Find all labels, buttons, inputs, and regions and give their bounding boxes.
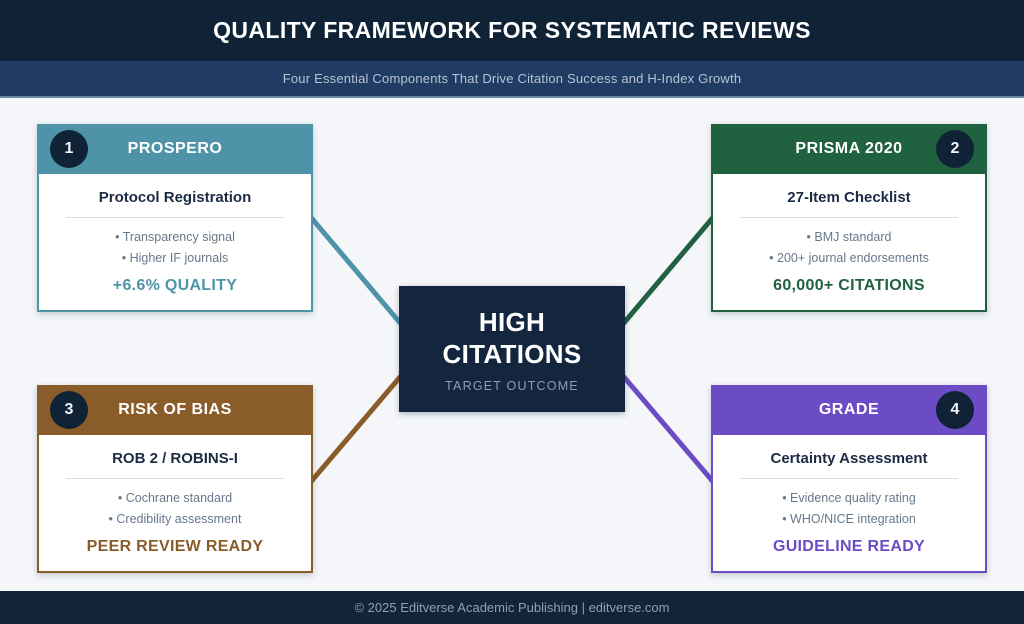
card-subtitle: Certainty Assessment <box>770 450 928 467</box>
divider <box>66 478 284 479</box>
card-title: PRISMA 2020 <box>795 140 903 157</box>
bullet-item: • Higher IF journals <box>121 251 229 265</box>
card-prospero-header: 1 PROSPERO <box>37 124 313 174</box>
bullet-item: • Evidence quality rating <box>782 491 916 505</box>
card-highlight: GUIDELINE READY <box>772 538 926 555</box>
app-footer: © 2025 Editverse Academic Publishing | e… <box>0 591 1024 624</box>
step-number-badge: 4 <box>936 391 974 429</box>
divider <box>740 217 958 218</box>
bullet-item: • WHO/NICE integration <box>782 512 916 526</box>
target-outcome-box: HIGH CITATIONS TARGET OUTCOME <box>399 286 625 412</box>
subtitle-bar: Four Essential Components That Drive Cit… <box>0 61 1024 98</box>
bullet-item: • BMJ standard <box>806 230 892 244</box>
connector-line-prisma <box>610 206 723 339</box>
app-header: QUALITY FRAMEWORK FOR SYSTEMATIC REVIEWS <box>0 0 1024 61</box>
outcome-tagline: TARGET OUTCOME <box>445 378 579 393</box>
footer-text: © 2025 Editverse Academic Publishing | e… <box>354 600 670 615</box>
connector-line-grade <box>610 361 723 493</box>
page-subtitle: Four Essential Components That Drive Cit… <box>282 71 742 86</box>
card-risk-of-bias-header: 3 RISK OF BIAS <box>37 385 313 435</box>
step-number-badge: 1 <box>50 130 88 168</box>
step-number-badge: 2 <box>936 130 974 168</box>
bullet-item: • Credibility assessment <box>108 512 242 526</box>
card-grade-body: Certainty Assessment • Evidence quality … <box>711 435 987 573</box>
connector-line-prospero <box>301 206 414 339</box>
bullet-item: • 200+ journal endorsements <box>769 251 929 265</box>
card-subtitle: 27-Item Checklist <box>787 189 911 206</box>
card-prospero: 1 PROSPERO Protocol Registration • Trans… <box>37 124 313 312</box>
card-highlight: +6.6% QUALITY <box>112 277 238 294</box>
card-title: RISK OF BIAS <box>118 401 232 418</box>
divider <box>66 217 284 218</box>
card-grade: 4 GRADE Certainty Assessment • Evidence … <box>711 385 987 573</box>
card-prisma-header: 2 PRISMA 2020 <box>711 124 987 174</box>
card-risk-of-bias-body: ROB 2 / ROBINS-I • Cochrane standard • C… <box>37 435 313 573</box>
step-number-badge: 3 <box>50 391 88 429</box>
card-prisma-body: 27-Item Checklist • BMJ standard • 200+ … <box>711 174 987 312</box>
connector-lines <box>301 206 723 493</box>
outcome-title: HIGH CITATIONS <box>442 306 582 369</box>
card-title: PROSPERO <box>127 140 223 157</box>
bullet-item: • Transparency signal <box>115 230 235 244</box>
page-title: QUALITY FRAMEWORK FOR SYSTEMATIC REVIEWS <box>213 17 811 43</box>
card-prospero-body: Protocol Registration • Transparency sig… <box>37 174 313 312</box>
bullet-item: • Cochrane standard <box>117 491 233 505</box>
diagram-canvas: 1 PROSPERO Protocol Registration • Trans… <box>0 98 1024 591</box>
card-prisma: 2 PRISMA 2020 27-Item Checklist • BMJ st… <box>711 124 987 312</box>
card-subtitle: Protocol Registration <box>98 189 252 206</box>
card-highlight: 60,000+ CITATIONS <box>773 277 925 294</box>
card-highlight: PEER REVIEW READY <box>86 538 264 555</box>
card-title: GRADE <box>818 401 880 418</box>
connector-line-risk-of-bias <box>301 361 414 493</box>
card-risk-of-bias: 3 RISK OF BIAS ROB 2 / ROBINS-I • Cochra… <box>37 385 313 573</box>
card-grade-header: 4 GRADE <box>711 385 987 435</box>
divider <box>740 478 958 479</box>
card-subtitle: ROB 2 / ROBINS-I <box>112 450 238 467</box>
